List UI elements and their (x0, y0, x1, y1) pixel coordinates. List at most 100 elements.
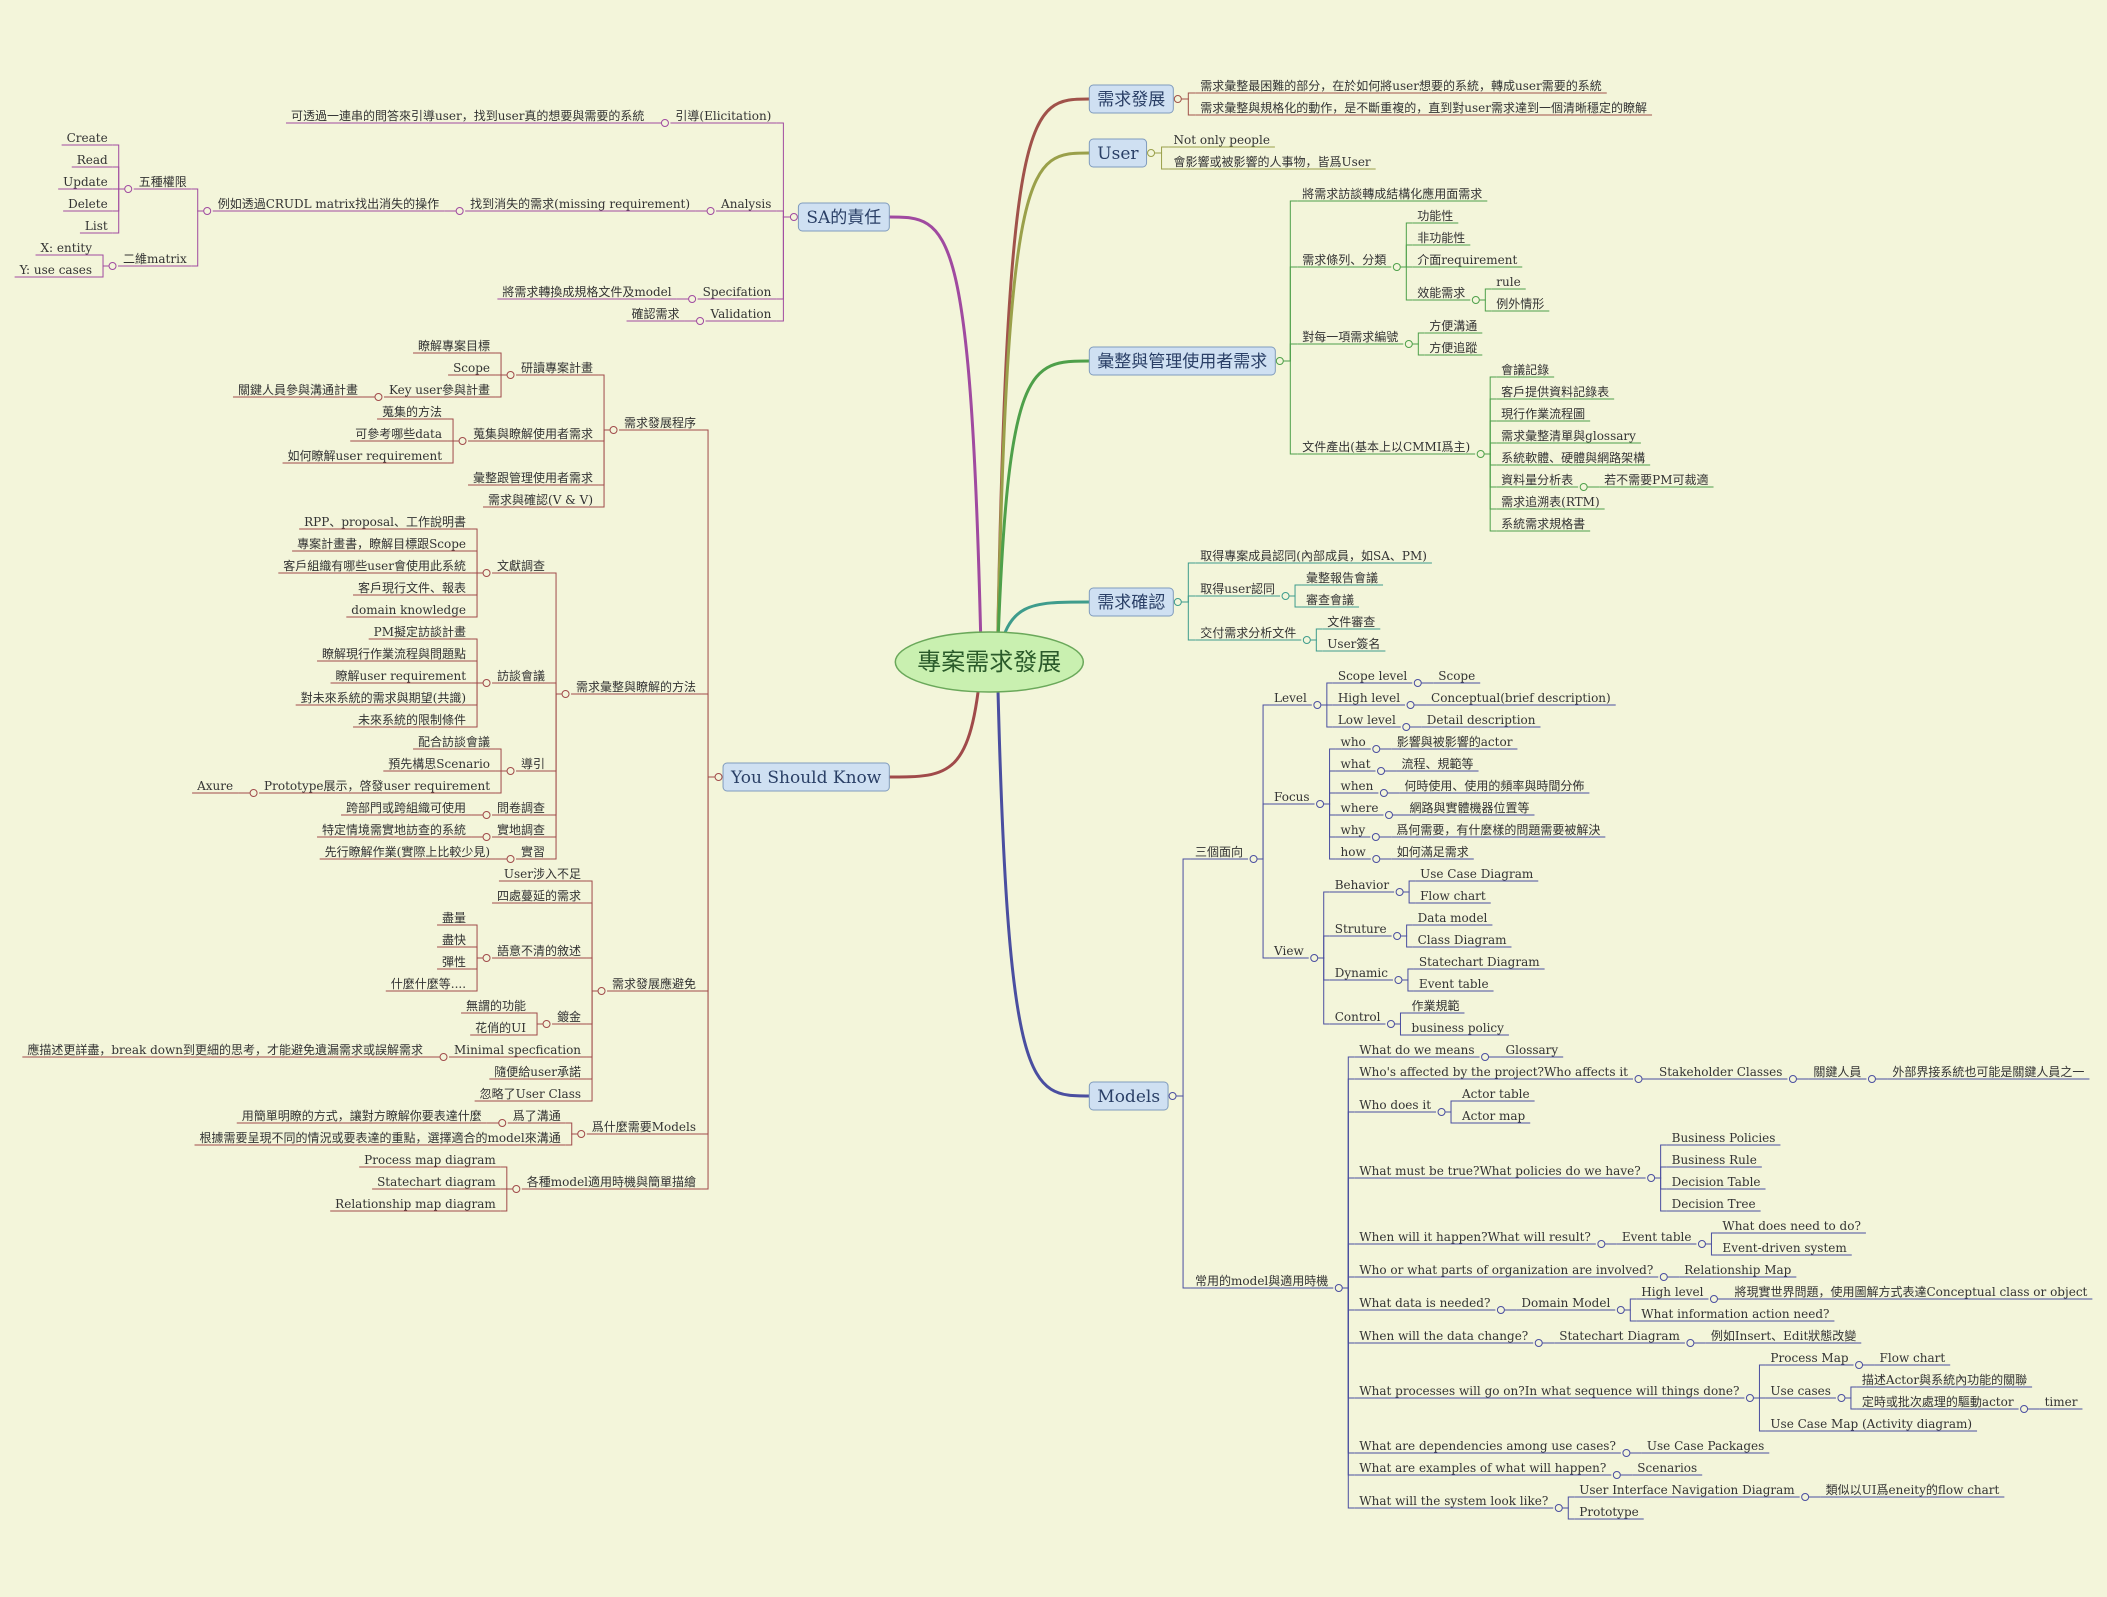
collapse-toggle-icon[interactable] (706, 207, 715, 215)
collapse-toggle-icon[interactable] (1801, 1493, 1810, 1501)
collapse-toggle-icon[interactable] (455, 207, 464, 215)
collapse-toggle-icon[interactable] (609, 426, 618, 434)
collapse-toggle-icon[interactable] (561, 690, 570, 698)
topic-connector (1390, 1023, 1407, 1036)
topic-item: 何時使用、使用的頻率與時間分佈 (1404, 778, 1584, 793)
collapse-toggle-icon[interactable] (1372, 855, 1381, 863)
main-topic-you-should-know[interactable] (722, 762, 890, 792)
collapse-toggle-icon[interactable] (1634, 1075, 1643, 1083)
collapse-toggle-icon[interactable] (1394, 976, 1403, 984)
topic-item: 用簡單明瞭的方式，讓對方瞭解你要表達什麼 (242, 1108, 482, 1123)
collapse-toggle-icon[interactable] (1406, 701, 1415, 709)
topic-specifation: Specifation (703, 285, 772, 299)
collapse-toggle-icon[interactable] (482, 569, 491, 577)
topic-connector (112, 166, 129, 190)
collapse-toggle-icon[interactable] (1437, 1108, 1446, 1116)
collapse-toggle-icon[interactable] (1392, 263, 1401, 271)
collapse-toggle-icon[interactable] (1647, 1174, 1656, 1182)
collapse-toggle-icon[interactable] (714, 773, 723, 781)
collapse-toggle-icon[interactable] (1302, 636, 1311, 644)
collapse-toggle-icon[interactable] (1788, 1075, 1797, 1083)
collapse-toggle-icon[interactable] (1496, 1306, 1505, 1314)
collapse-toggle-icon[interactable] (696, 317, 705, 325)
collapse-toggle-icon[interactable] (1372, 745, 1381, 753)
collapse-toggle-icon[interactable] (1313, 701, 1322, 709)
collapse-toggle-icon[interactable] (203, 207, 212, 215)
collapse-toggle-icon[interactable] (1173, 95, 1182, 103)
collapse-toggle-icon[interactable] (1310, 954, 1319, 962)
collapse-toggle-icon[interactable] (1402, 723, 1411, 731)
main-topic-user[interactable] (1088, 138, 1148, 168)
collapse-toggle-icon[interactable] (506, 371, 515, 379)
main-topic-item[interactable] (1088, 346, 1276, 376)
collapse-toggle-icon[interactable] (1867, 1075, 1876, 1083)
collapse-toggle-icon[interactable] (789, 213, 798, 221)
collapse-toggle-icon[interactable] (1622, 1449, 1631, 1457)
collapse-toggle-icon[interactable] (1316, 800, 1325, 808)
topic-data: 可參考哪些data (355, 426, 442, 441)
collapse-toggle-icon[interactable] (1554, 1504, 1563, 1512)
topic-connector (1177, 601, 1196, 641)
collapse-toggle-icon[interactable] (124, 185, 133, 193)
topic-connector (1620, 1309, 1637, 1322)
collapse-toggle-icon[interactable] (498, 1119, 507, 1127)
collapse-toggle-icon[interactable] (1745, 1394, 1754, 1402)
central-topic[interactable] (894, 631, 1085, 693)
collapse-toggle-icon[interactable] (482, 954, 491, 962)
collapse-toggle-icon[interactable] (1249, 855, 1258, 863)
collapse-toggle-icon[interactable] (1275, 357, 1284, 365)
main-topic-models[interactable] (1088, 1081, 1169, 1111)
collapse-toggle-icon[interactable] (439, 1053, 448, 1061)
collapse-toggle-icon[interactable] (249, 789, 258, 797)
collapse-toggle-icon[interactable] (1393, 932, 1402, 940)
collapse-toggle-icon[interactable] (1659, 1273, 1668, 1281)
collapse-toggle-icon[interactable] (506, 855, 515, 863)
collapse-toggle-icon[interactable] (482, 679, 491, 687)
collapse-toggle-icon[interactable] (660, 119, 669, 127)
collapse-toggle-icon[interactable] (1281, 592, 1290, 600)
collapse-toggle-icon[interactable] (1579, 483, 1588, 491)
collapse-toggle-icon[interactable] (1379, 789, 1388, 797)
collapse-toggle-icon[interactable] (1476, 450, 1485, 458)
collapse-toggle-icon[interactable] (512, 1185, 521, 1193)
topic-connector (471, 572, 487, 618)
collapse-toggle-icon[interactable] (1471, 296, 1480, 304)
collapse-toggle-icon[interactable] (1837, 1394, 1846, 1402)
collapse-toggle-icon[interactable] (1612, 1471, 1621, 1479)
collapse-toggle-icon[interactable] (597, 987, 606, 995)
collapse-toggle-icon[interactable] (1377, 767, 1386, 775)
collapse-toggle-icon[interactable] (1481, 1053, 1490, 1061)
collapse-toggle-icon[interactable] (542, 1020, 551, 1028)
main-topic-item[interactable] (1088, 587, 1174, 617)
collapse-toggle-icon[interactable] (1147, 149, 1156, 157)
collapse-toggle-icon[interactable] (688, 295, 697, 303)
topic-relationship-map-diagram: Relationship map diagram (335, 1197, 496, 1211)
main-topic-sa[interactable] (797, 202, 890, 232)
collapse-toggle-icon[interactable] (2020, 1405, 2029, 1413)
collapse-toggle-icon[interactable] (1709, 1295, 1718, 1303)
collapse-toggle-icon[interactable] (1534, 1339, 1543, 1347)
topic-connector (471, 924, 487, 959)
collapse-toggle-icon[interactable] (1386, 1020, 1395, 1028)
collapse-toggle-icon[interactable] (1697, 1240, 1706, 1248)
main-topic-item[interactable] (1088, 84, 1174, 114)
collapse-toggle-icon[interactable] (1173, 598, 1182, 606)
collapse-toggle-icon[interactable] (1404, 340, 1413, 348)
collapse-toggle-icon[interactable] (1395, 888, 1404, 896)
collapse-toggle-icon[interactable] (1616, 1306, 1625, 1314)
collapse-toggle-icon[interactable] (108, 262, 117, 270)
collapse-toggle-icon[interactable] (1384, 811, 1393, 819)
collapse-toggle-icon[interactable] (506, 767, 515, 775)
collapse-toggle-icon[interactable] (1413, 679, 1422, 687)
collapse-toggle-icon[interactable] (482, 833, 491, 841)
collapse-toggle-icon[interactable] (1371, 833, 1380, 841)
collapse-toggle-icon[interactable] (458, 437, 467, 445)
collapse-toggle-icon[interactable] (1597, 1240, 1606, 1248)
collapse-toggle-icon[interactable] (577, 1130, 586, 1138)
collapse-toggle-icon[interactable] (482, 811, 491, 819)
collapse-toggle-icon[interactable] (1686, 1339, 1695, 1347)
collapse-toggle-icon[interactable] (1168, 1092, 1177, 1100)
collapse-toggle-icon[interactable] (1855, 1361, 1864, 1369)
collapse-toggle-icon[interactable] (374, 393, 383, 401)
collapse-toggle-icon[interactable] (1334, 1284, 1343, 1292)
